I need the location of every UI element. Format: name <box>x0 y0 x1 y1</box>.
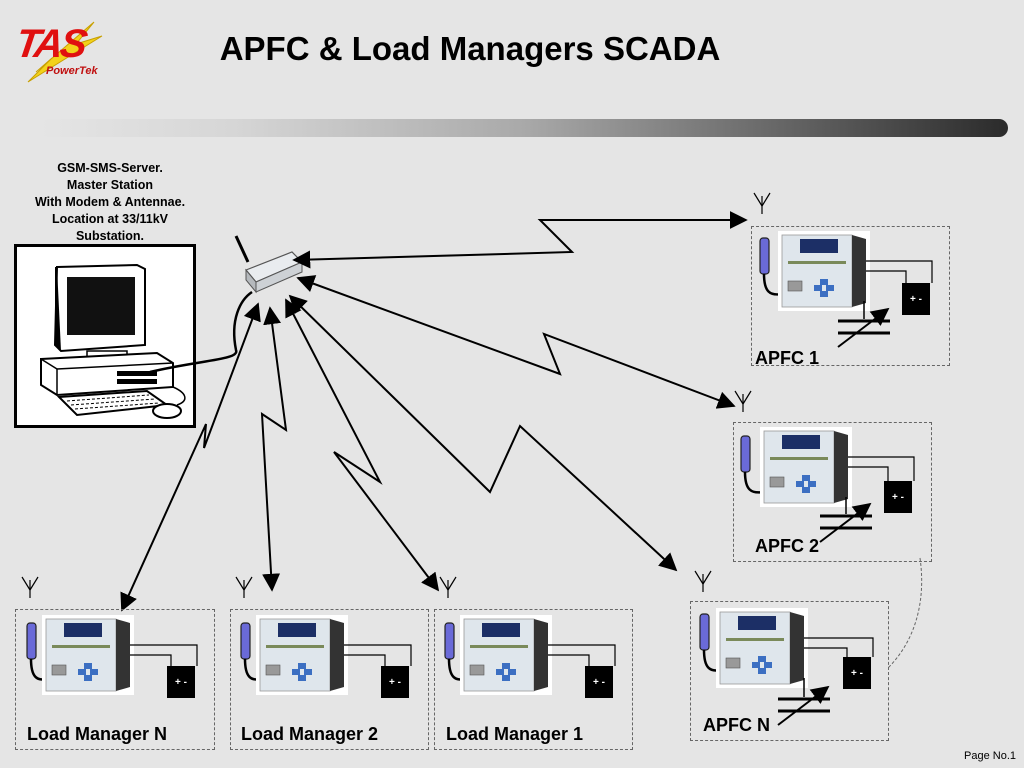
controller-icon <box>760 427 852 507</box>
battery-icon: + - <box>167 666 195 698</box>
apfc-2-panel <box>733 422 932 562</box>
battery-wire <box>804 637 874 657</box>
antenna-icon <box>21 576 39 599</box>
controller-icon <box>42 615 134 695</box>
logo-bolt-icon <box>27 21 103 83</box>
load-manager-n-device: + - <box>21 576 198 698</box>
controller-icon <box>778 231 870 311</box>
apfc-n-label: APFC N <box>703 715 770 735</box>
controller-icon <box>256 615 348 695</box>
link-load-manager-2 <box>260 306 288 592</box>
apfc-2-device: + - <box>734 390 915 543</box>
apfc-2-label: APFC 2 <box>755 536 820 556</box>
battery-wire <box>866 260 933 283</box>
controller-icon <box>716 608 808 688</box>
battery-wire <box>866 270 907 283</box>
variable-capacitor-icon <box>777 678 830 726</box>
battery-icon: + - <box>585 666 613 698</box>
battery-icon: + - <box>381 666 409 698</box>
apfc-1-panel <box>751 226 950 366</box>
link-load-manager-n <box>120 302 261 612</box>
antenna-icon <box>753 192 771 215</box>
battery-wire <box>848 466 889 481</box>
variable-capacitor-icon <box>837 301 890 348</box>
apfc-n-panel <box>690 601 889 741</box>
battery-label: + - <box>851 668 863 679</box>
logo-subtext: PowerTek <box>46 65 98 77</box>
battery-wire <box>344 654 386 666</box>
server-label: GSM-SMS-Server. Master Station With Mode… <box>15 160 205 245</box>
battery-label: + - <box>389 677 401 688</box>
load-manager-n-label: Load Manager N <box>27 724 168 744</box>
battery-label: + - <box>892 492 904 503</box>
apfc-1-device: + - <box>753 192 933 348</box>
page-number: Page No.1 <box>964 750 1016 762</box>
battery-wire <box>130 654 172 666</box>
tas-powertek-logo: TAS PowerTek <box>6 14 106 84</box>
controller-icon <box>460 615 552 695</box>
link-load-manager-1 <box>285 298 440 592</box>
antenna-icon <box>439 576 457 599</box>
battery-icon: + - <box>884 481 912 513</box>
server-label-line: GSM-SMS-Server. <box>57 161 163 175</box>
battery-icon: + - <box>843 657 871 689</box>
battery-wire <box>130 644 198 666</box>
server-label-line: Master Station <box>66 178 154 192</box>
load-manager-1-label: Load Manager 1 <box>446 724 584 744</box>
gsm-modem-icon <box>234 235 304 294</box>
battery-label: + - <box>593 677 605 688</box>
header-divider-bar <box>40 119 1008 137</box>
load-manager-n-panel <box>15 609 215 750</box>
server-label-line: Location at 33/11kV <box>51 212 169 226</box>
server-label-line: Substation. <box>75 229 145 243</box>
page-title: APFC & Load Managers SCADA <box>219 30 721 67</box>
apfc-1-label: APFC 1 <box>755 348 820 368</box>
link-apfc-2 <box>296 275 736 409</box>
antenna-icon <box>734 390 752 413</box>
apfc-link-curve <box>887 557 923 669</box>
apfc-n-device: + - <box>694 570 874 726</box>
battery-label: + - <box>910 294 922 305</box>
battery-wire <box>548 644 616 666</box>
battery-wire <box>848 456 915 481</box>
battery-label: + - <box>175 677 187 688</box>
link-apfc-1 <box>292 211 748 269</box>
battery-wire <box>548 654 590 666</box>
load-manager-2-label: Load Manager 2 <box>241 724 379 744</box>
antenna-icon <box>694 570 712 593</box>
variable-capacitor-icon <box>819 497 872 543</box>
server-label-line: With Modem & Antennae. <box>34 195 186 209</box>
battery-wire <box>344 644 412 666</box>
load-manager-1-device: + - <box>439 576 616 698</box>
load-manager-2-panel <box>230 609 429 750</box>
antenna-icon <box>235 576 253 599</box>
load-manager-2-device: + - <box>235 576 412 698</box>
battery-icon: + - <box>902 283 930 315</box>
battery-wire <box>804 647 848 657</box>
load-manager-1-panel <box>434 609 633 750</box>
link-apfc-n <box>288 294 678 572</box>
